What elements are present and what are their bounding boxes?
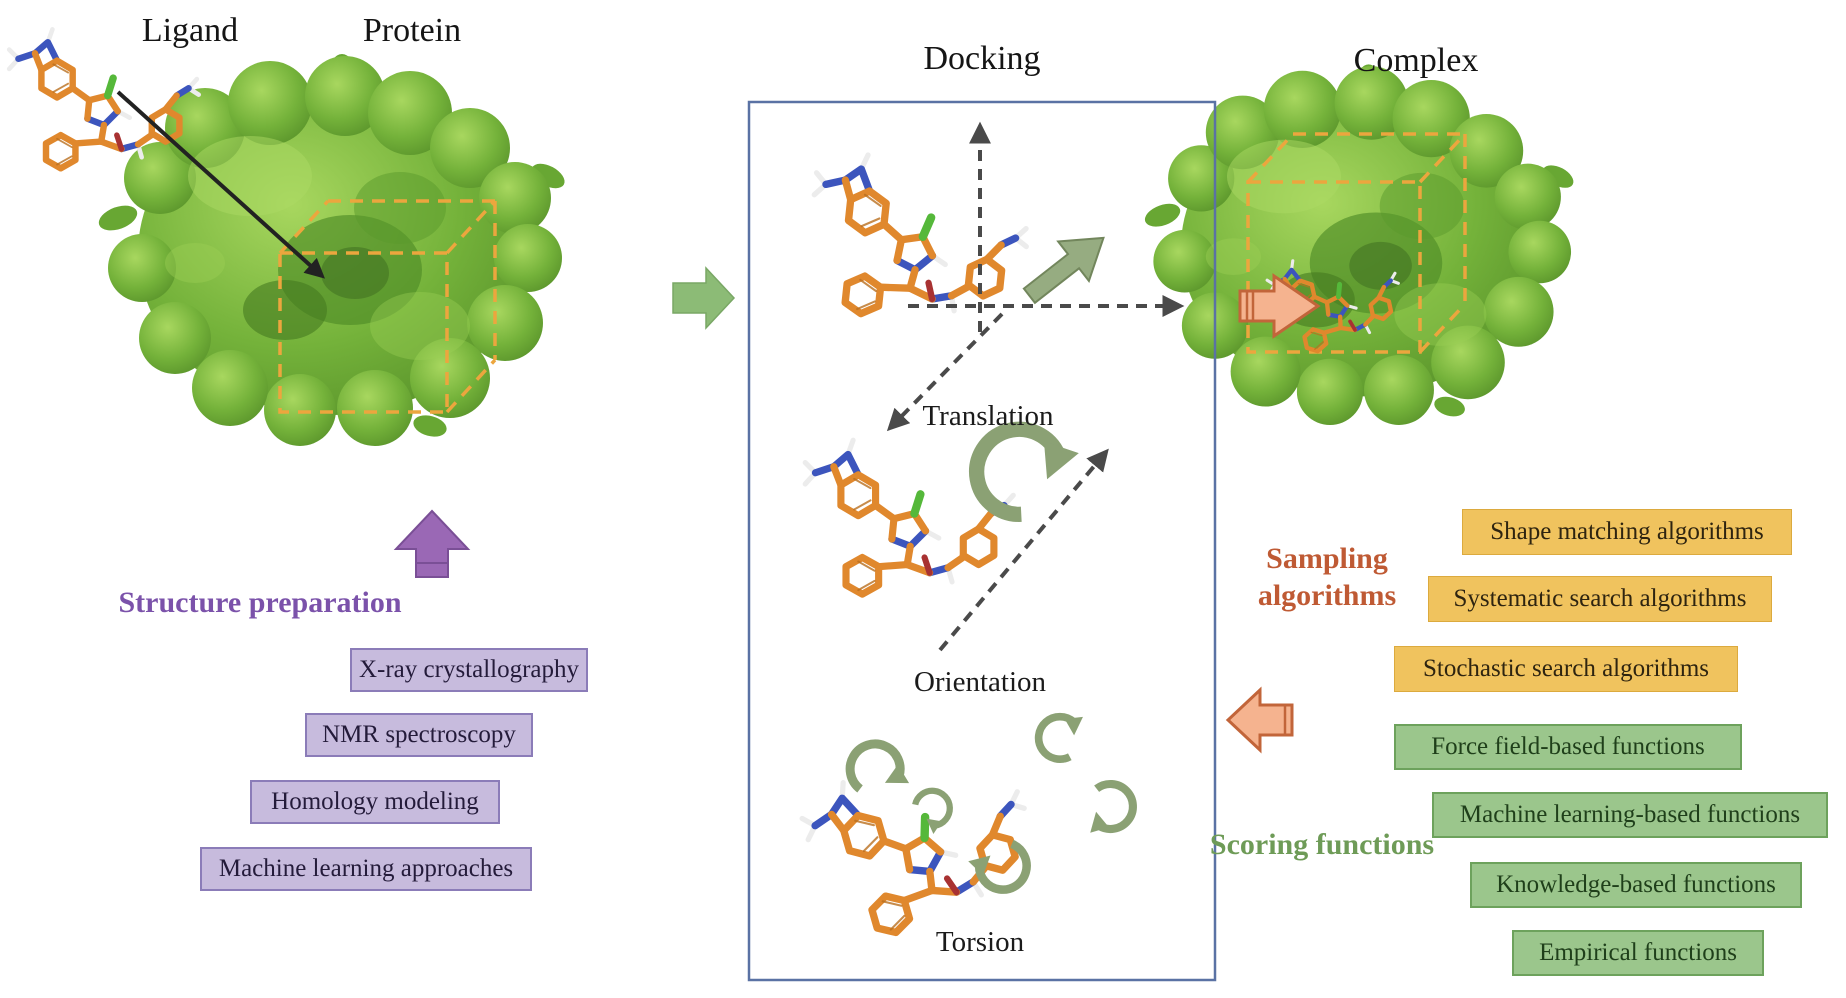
torsion-molecule bbox=[796, 737, 1048, 949]
flow-arrow-docking-to-complex bbox=[1238, 273, 1321, 339]
flow-arrow-protein-to-docking bbox=[672, 266, 736, 330]
title-ligand: Ligand bbox=[141, 12, 239, 49]
label-torsion: Torsion bbox=[935, 926, 1025, 958]
label-orientation: Orientation bbox=[913, 666, 1047, 698]
method-box-ml: Machine learning approaches bbox=[200, 847, 532, 891]
sampling-box-stochastic: Stochastic search algorithms bbox=[1394, 646, 1738, 692]
label-translation: Translation bbox=[922, 400, 1054, 432]
sampling-box-systematic: Systematic search algorithms bbox=[1428, 576, 1772, 622]
ligand-to-pocket-arrow bbox=[116, 90, 325, 279]
sampling-algorithms-header: Sampling algorithms bbox=[1257, 542, 1397, 612]
flow-arrow-preparation-to-protein bbox=[393, 509, 471, 578]
docking-panel-border bbox=[747, 100, 1217, 982]
method-box-homology: Homology modeling bbox=[250, 780, 500, 824]
title-complex: Complex bbox=[1353, 42, 1479, 79]
method-box-xray: X-ray crystallography bbox=[350, 648, 588, 692]
title-docking: Docking bbox=[923, 40, 1041, 77]
translation-axes-icon bbox=[886, 121, 1185, 432]
protein-surface-complex bbox=[1141, 64, 1578, 425]
scoring-box-forcefield: Force field-based functions bbox=[1394, 724, 1742, 770]
sampling-box-shape: Shape matching algorithms bbox=[1462, 509, 1792, 555]
translation-direction-arrow bbox=[1022, 236, 1105, 305]
method-box-nmr: NMR spectroscopy bbox=[305, 713, 533, 757]
scoring-box-knowledge: Knowledge-based functions bbox=[1470, 862, 1802, 908]
translation-molecule bbox=[802, 150, 1034, 330]
binding-site-cube-complex bbox=[1246, 132, 1467, 354]
structure-preparation-header: Structure preparation bbox=[118, 586, 402, 619]
binding-site-cube-left bbox=[278, 199, 497, 414]
flow-arrow-algorithms-to-docking bbox=[1225, 686, 1294, 754]
scoring-functions-header: Scoring functions bbox=[1209, 828, 1435, 861]
rotation-axis-arrow bbox=[938, 448, 1109, 652]
scoring-box-ml: Machine learning-based functions bbox=[1432, 792, 1828, 838]
title-protein: Protein bbox=[362, 12, 462, 49]
scoring-box-empirical: Empirical functions bbox=[1512, 930, 1764, 976]
